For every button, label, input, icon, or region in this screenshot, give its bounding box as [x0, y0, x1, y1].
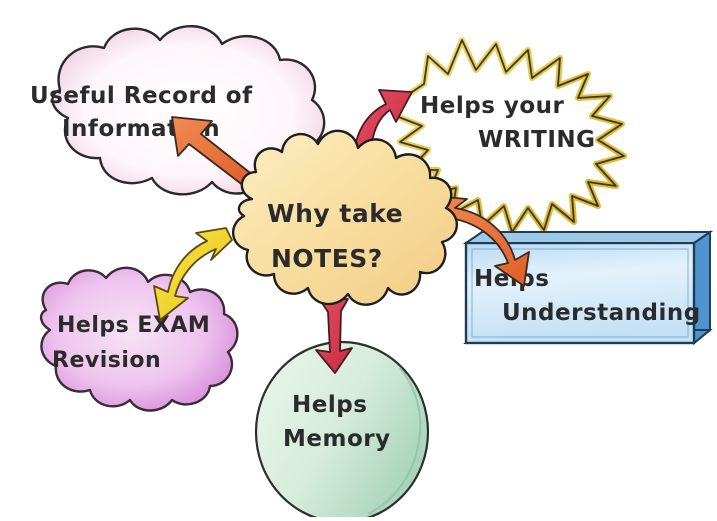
node-helps-exam-revision[interactable]: Helps EXAM Revision — [39, 266, 239, 412]
node-helps-your-writing[interactable]: Helps your WRITING — [393, 37, 627, 235]
central-burst-label-line1: Why take — [267, 199, 403, 228]
box-inner-border — [471, 248, 689, 338]
node-label-line1: Helps — [292, 392, 367, 418]
circle-shape — [254, 340, 430, 521]
node-label-line2: Memory — [283, 426, 391, 452]
node-label-line2: Revision — [52, 348, 161, 373]
node-label-line2: WRITING — [478, 127, 596, 153]
arrow-center-to-helps-exam-revision — [153, 227, 233, 321]
node-helps-understanding[interactable]: Helps Understanding — [462, 230, 714, 346]
central-burst-shape — [232, 129, 458, 306]
box-top-edge — [462, 231, 714, 244]
node-label-line1: Helps EXAM — [57, 313, 210, 338]
box-front-face — [464, 241, 696, 345]
box-side-face — [693, 230, 711, 346]
blob-shape — [39, 266, 239, 412]
node-helps-memory[interactable]: Helps Memory — [254, 340, 430, 521]
node-label-line1: Helps your — [420, 93, 565, 119]
arrow-center-to-helps-memory — [315, 298, 353, 374]
arrow-shaft — [153, 227, 233, 321]
node-label-line2: Understanding — [502, 300, 701, 326]
central-burst-label-line2: NOTES? — [271, 244, 383, 273]
circle-inner-shade — [367, 367, 422, 515]
arrow-shaft — [171, 116, 255, 187]
arrow-center-to-useful-record — [171, 116, 255, 187]
central-burst[interactable]: Why take NOTES? — [232, 129, 458, 306]
arrow-shaft — [315, 298, 353, 374]
node-label-line1: Useful Record of — [30, 83, 253, 109]
